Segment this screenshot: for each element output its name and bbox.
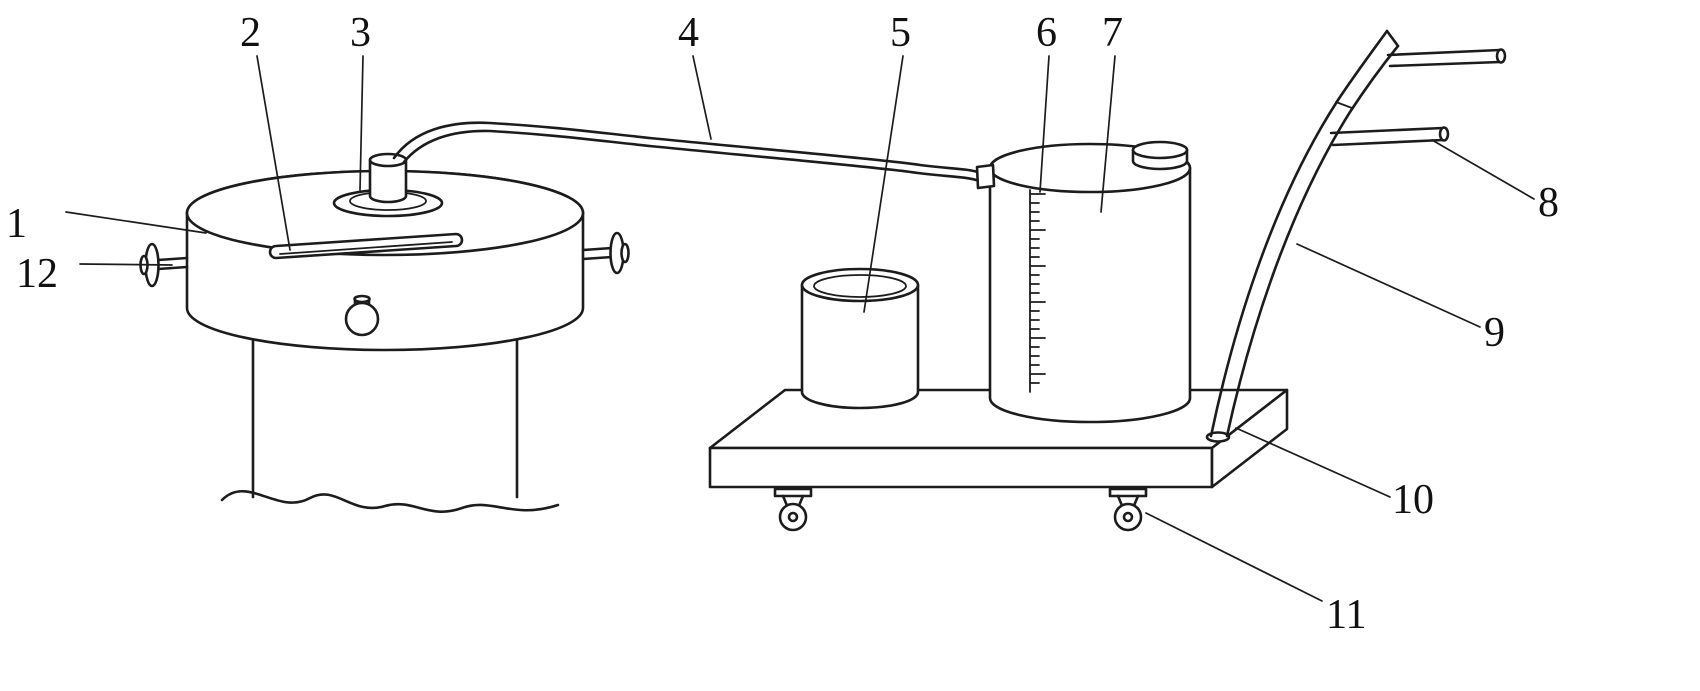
part-label-1: 1 xyxy=(6,201,27,247)
caster-right xyxy=(1108,487,1148,532)
nozzle xyxy=(368,152,408,204)
part-label-2: 2 xyxy=(240,10,261,56)
grip-lower xyxy=(1329,126,1450,147)
hand-wheel-right xyxy=(581,231,630,275)
support-post xyxy=(220,318,560,513)
part-label-7: 7 xyxy=(1102,10,1123,56)
leader-lines xyxy=(65,55,1535,602)
leader-7 xyxy=(1100,55,1116,213)
leader-12 xyxy=(79,263,173,266)
leader-4 xyxy=(692,55,712,140)
part-labels: 1 12 2 3 4 5 6 7 8 9 10 11 xyxy=(6,10,1559,638)
part-label-4: 4 xyxy=(678,10,699,56)
leader-1 xyxy=(65,211,207,234)
tank-scale xyxy=(1029,189,1046,393)
part-label-5: 5 xyxy=(890,10,911,56)
part-label-9: 9 xyxy=(1484,310,1505,356)
leader-10 xyxy=(1235,427,1391,498)
hose xyxy=(392,121,983,183)
caster-left xyxy=(773,487,813,532)
leader-3 xyxy=(359,55,364,191)
leader-8 xyxy=(1431,139,1535,200)
grip-upper xyxy=(1386,48,1507,68)
break-wave-line xyxy=(220,489,560,513)
hose-fitting xyxy=(975,163,996,190)
handle-bar-inner xyxy=(1225,44,1400,438)
part-label-11: 11 xyxy=(1326,592,1366,638)
part-label-8: 8 xyxy=(1538,180,1559,226)
front-knob xyxy=(344,294,380,337)
part-label-12: 12 xyxy=(16,251,58,297)
cup xyxy=(800,267,920,410)
tank xyxy=(975,140,1192,424)
tank-cap xyxy=(1131,140,1189,171)
platform-front-face xyxy=(708,446,1214,489)
leader-11 xyxy=(1145,512,1323,602)
part-label-6: 6 xyxy=(1036,10,1057,56)
part-label-3: 3 xyxy=(350,10,371,56)
part-label-10: 10 xyxy=(1392,477,1434,523)
leader-5 xyxy=(863,55,904,313)
drum-slot xyxy=(268,232,464,260)
leader-6 xyxy=(1039,55,1050,193)
handle-bar-outer xyxy=(1209,29,1389,438)
leader-2 xyxy=(256,55,291,251)
handle-frame xyxy=(1205,29,1507,443)
leader-9 xyxy=(1296,243,1481,328)
platform-right-face xyxy=(1210,388,1289,489)
